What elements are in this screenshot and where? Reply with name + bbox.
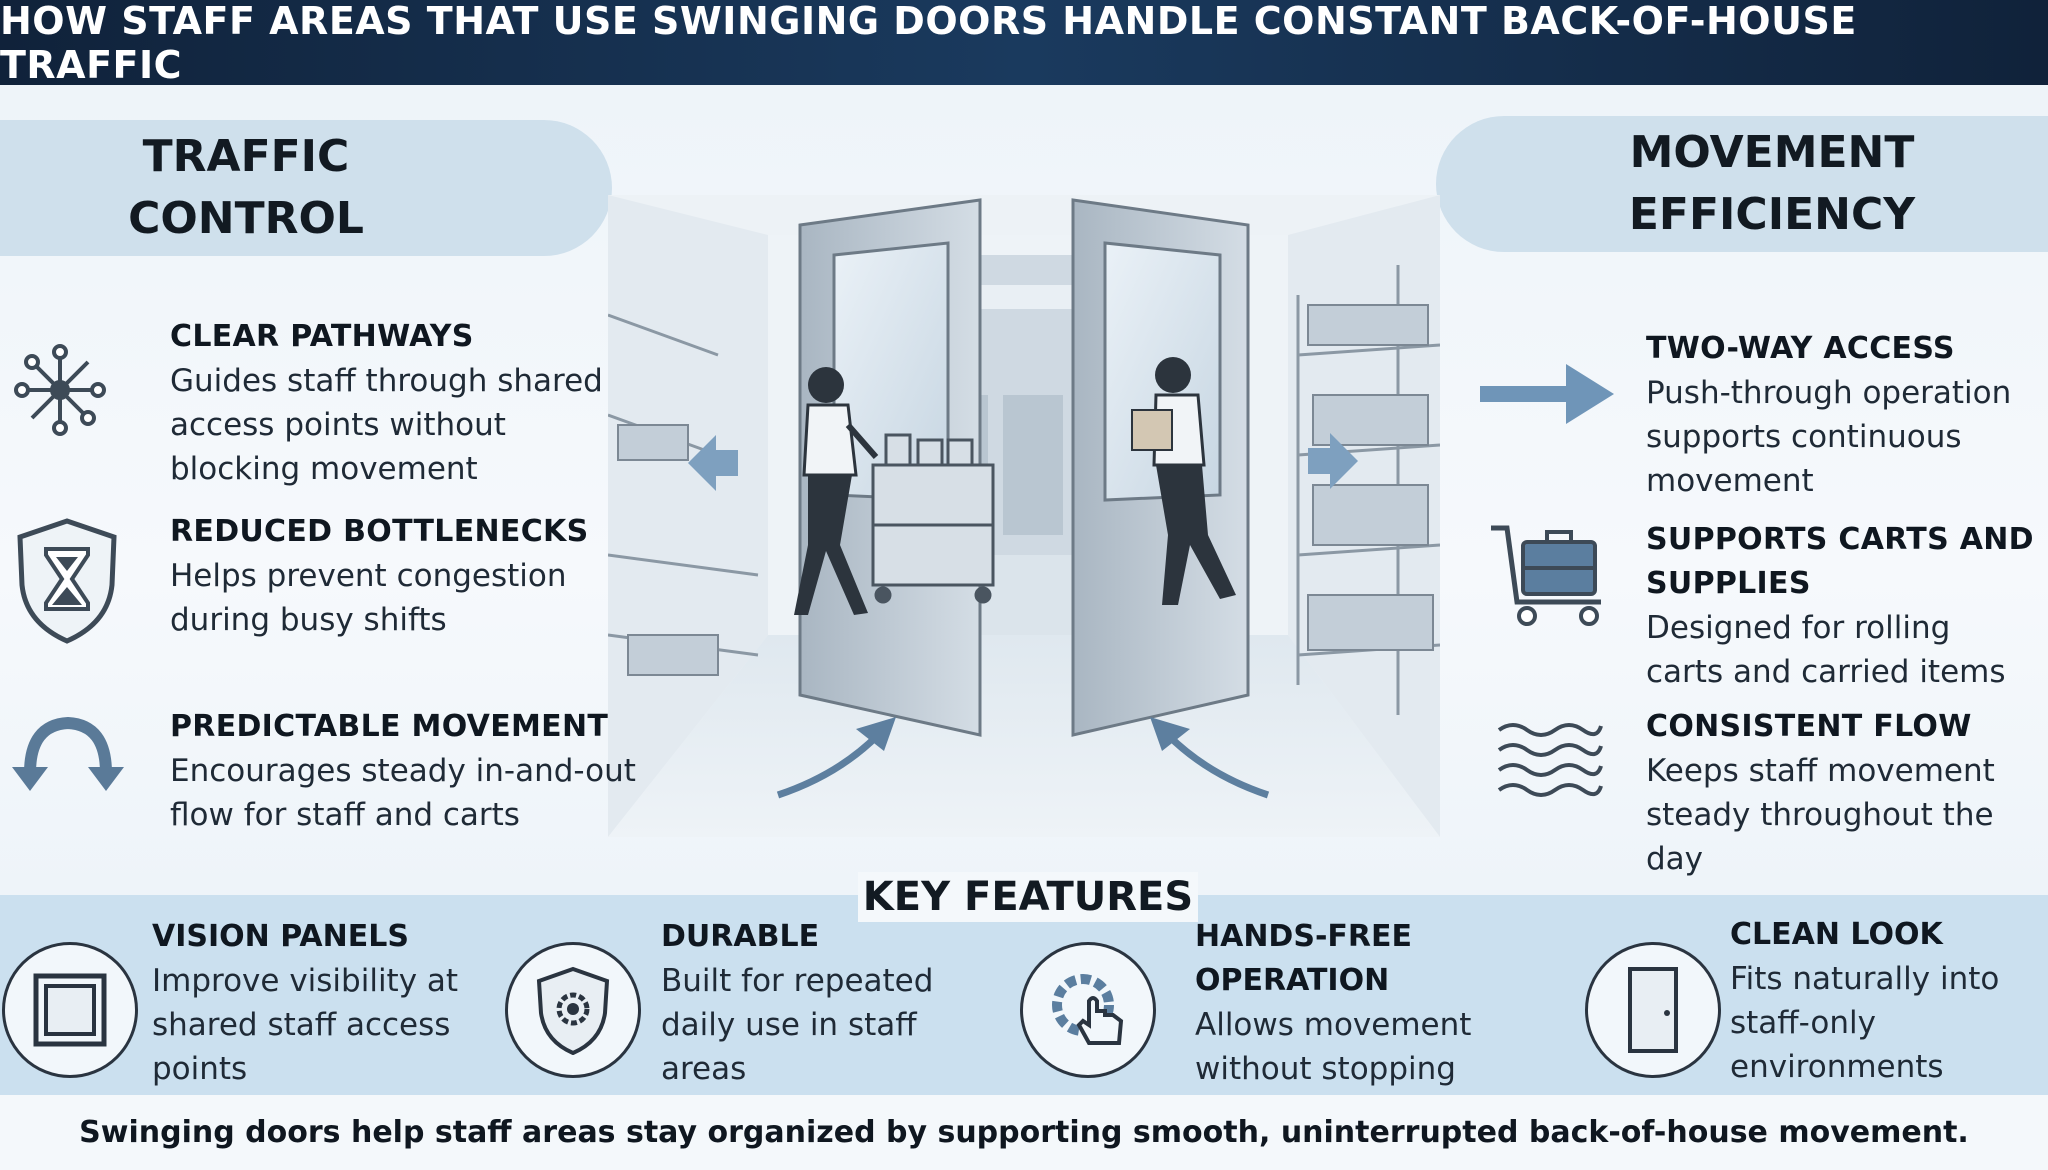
vision-panels-line1: Improve visibility at xyxy=(152,963,459,999)
clear-pathways-line1: Guides staff through shared xyxy=(170,363,603,399)
hands-free-title-line2: OPERATION xyxy=(1195,963,1390,998)
reduced-bottlenecks-title: REDUCED BOTTLENECKS xyxy=(170,514,589,549)
two-way-access-line1: Push-through operation xyxy=(1646,375,2012,411)
supports-carts-item: SUPPORTS CARTS AND SUPPLIES Designed for… xyxy=(1646,518,2034,694)
two-way-access-line2: supports continuous xyxy=(1646,419,1962,455)
durable-line3: areas xyxy=(661,1051,747,1087)
consistent-flow-title: CONSISTENT FLOW xyxy=(1646,709,1972,744)
consistent-flow-line2: steady throughout the xyxy=(1646,797,1994,833)
clear-pathways-line2: access points without xyxy=(170,407,506,443)
right-arrow-icon xyxy=(1480,360,1615,430)
supports-carts-title-line2: SUPPLIES xyxy=(1646,566,1811,601)
predictable-movement-line1: Encourages steady in-and-out xyxy=(170,753,636,789)
vision-panels-title: VISION PANELS xyxy=(152,919,409,954)
durable-line1: Built for repeated xyxy=(661,963,934,999)
window-panel-icon xyxy=(2,942,138,1078)
key-features-title: KEY FEATURES xyxy=(858,872,1198,922)
hands-free-feature: HANDS-FREE OPERATION Allows movement wit… xyxy=(1195,915,1471,1091)
predictable-movement-line2: flow for staff and carts xyxy=(170,797,520,833)
traffic-control-title-line2: CONTROL xyxy=(128,193,364,244)
two-way-access-item: TWO-WAY ACCESS Push-through operation su… xyxy=(1646,327,2011,503)
reduced-bottlenecks-item: REDUCED BOTTLENECKS Helps prevent conges… xyxy=(170,510,588,642)
clean-look-feature: CLEAN LOOK Fits naturally into staff-onl… xyxy=(1730,913,1999,1089)
hands-free-title-line1: HANDS-FREE xyxy=(1195,919,1412,954)
consistent-flow-line1: Keeps staff movement xyxy=(1646,753,1995,789)
traffic-control-heading: TRAFFIC CONTROL xyxy=(0,120,612,256)
durable-feature: DURABLE Built for repeated daily use in … xyxy=(661,915,933,1091)
vision-panels-line2: shared staff access xyxy=(152,1007,451,1043)
movement-efficiency-heading: MOVEMENT EFFICIENCY xyxy=(1436,116,2048,252)
page-title: HOW STAFF AREAS THAT USE SWINGING DOORS … xyxy=(0,0,1857,87)
supports-carts-line2: carts and carried items xyxy=(1646,654,2006,690)
movement-efficiency-title-line1: MOVEMENT xyxy=(1629,127,1915,178)
predictable-movement-title: PREDICTABLE MOVEMENT xyxy=(170,709,609,744)
supports-carts-title-line1: SUPPORTS CARTS AND xyxy=(1646,522,2034,557)
wave-lines-icon xyxy=(1495,718,1605,803)
vision-panels-line3: points xyxy=(152,1051,248,1087)
traffic-control-title-line1: TRAFFIC xyxy=(142,131,350,182)
cart-icon xyxy=(1485,520,1610,630)
supports-carts-line1: Designed for rolling xyxy=(1646,610,1951,646)
clean-look-line2: staff-only xyxy=(1730,1005,1876,1041)
clear-pathways-item: CLEAR PATHWAYS Guides staff through shar… xyxy=(170,315,603,491)
two-way-access-title: TWO-WAY ACCESS xyxy=(1646,331,1955,366)
movement-efficiency-title-line2: EFFICIENCY xyxy=(1628,189,1916,240)
circular-arrows-icon xyxy=(8,705,128,805)
door-icon xyxy=(1585,942,1721,1078)
shield-hourglass-icon xyxy=(12,515,122,645)
swinging-doors-illustration xyxy=(608,195,1440,837)
footer-summary: Swinging doors help staff areas stay org… xyxy=(0,1095,2048,1170)
clean-look-line3: environments xyxy=(1730,1049,1944,1085)
clear-pathways-line3: blocking movement xyxy=(170,451,478,487)
hands-free-line2: without stopping xyxy=(1195,1051,1456,1087)
gear-hand-icon xyxy=(1020,942,1156,1078)
network-nodes-icon xyxy=(10,340,110,440)
vision-panels-feature: VISION PANELS Improve visibility at shar… xyxy=(152,915,458,1091)
predictable-movement-item: PREDICTABLE MOVEMENT Encourages steady i… xyxy=(170,705,636,837)
consistent-flow-line3: day xyxy=(1646,841,1704,877)
durable-line2: daily use in staff xyxy=(661,1007,917,1043)
footer-text: Swinging doors help staff areas stay org… xyxy=(79,1115,1969,1150)
reduced-bottlenecks-line1: Helps prevent congestion xyxy=(170,558,567,594)
reduced-bottlenecks-line2: during busy shifts xyxy=(170,602,447,638)
two-way-access-line3: movement xyxy=(1646,463,1814,499)
clean-look-line1: Fits naturally into xyxy=(1730,961,2000,997)
header-bar: HOW STAFF AREAS THAT USE SWINGING DOORS … xyxy=(0,0,2048,87)
durable-title: DURABLE xyxy=(661,919,820,954)
hands-free-line1: Allows movement xyxy=(1195,1007,1472,1043)
clear-pathways-title: CLEAR PATHWAYS xyxy=(170,319,474,354)
shield-gear-icon xyxy=(505,942,641,1078)
clean-look-title: CLEAN LOOK xyxy=(1730,917,1943,952)
consistent-flow-item: CONSISTENT FLOW Keeps staff movement ste… xyxy=(1646,705,1995,881)
